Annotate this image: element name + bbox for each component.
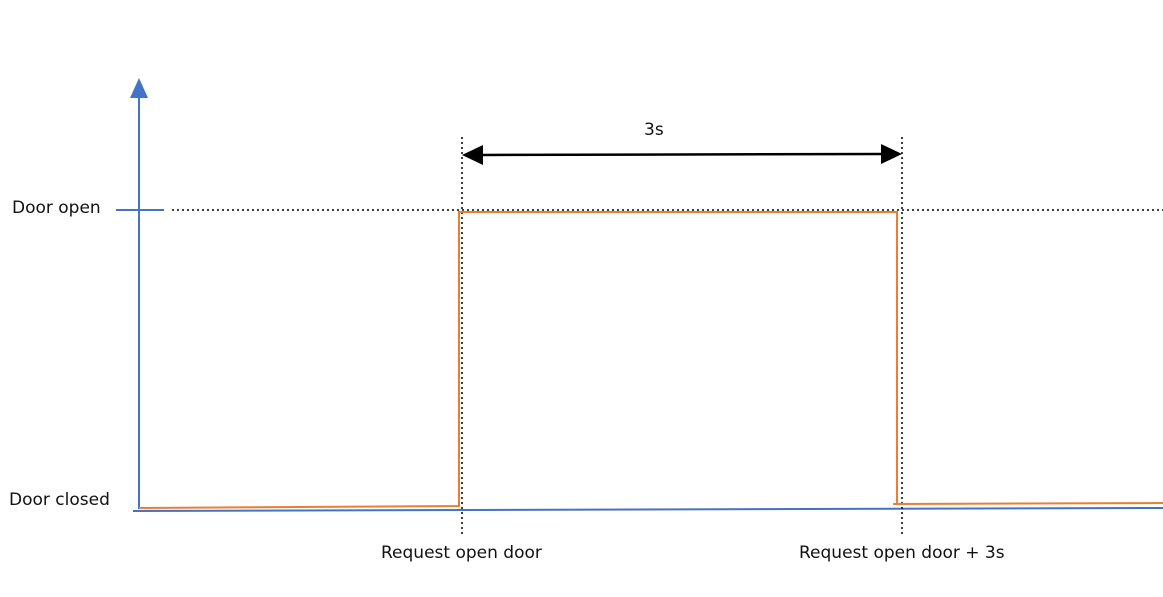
door-state-signal-tail	[892, 502, 1163, 505]
door-open-label: Door open	[12, 198, 101, 218]
duration-arrowhead-left	[462, 145, 483, 165]
door-closed-label: Door closed	[9, 490, 110, 510]
y-axis-arrowhead	[130, 78, 148, 98]
event-label-request-open-door: Request open door	[381, 543, 542, 563]
x-axis	[132, 507, 1163, 512]
door-state-signal	[138, 211, 898, 509]
duration-label: 3s	[644, 120, 664, 140]
event-label-request-open-door-plus-3s: Request open door + 3s	[799, 543, 1005, 563]
duration-arrowhead-right	[881, 144, 902, 164]
duration-arrow-shaft	[479, 152, 885, 157]
